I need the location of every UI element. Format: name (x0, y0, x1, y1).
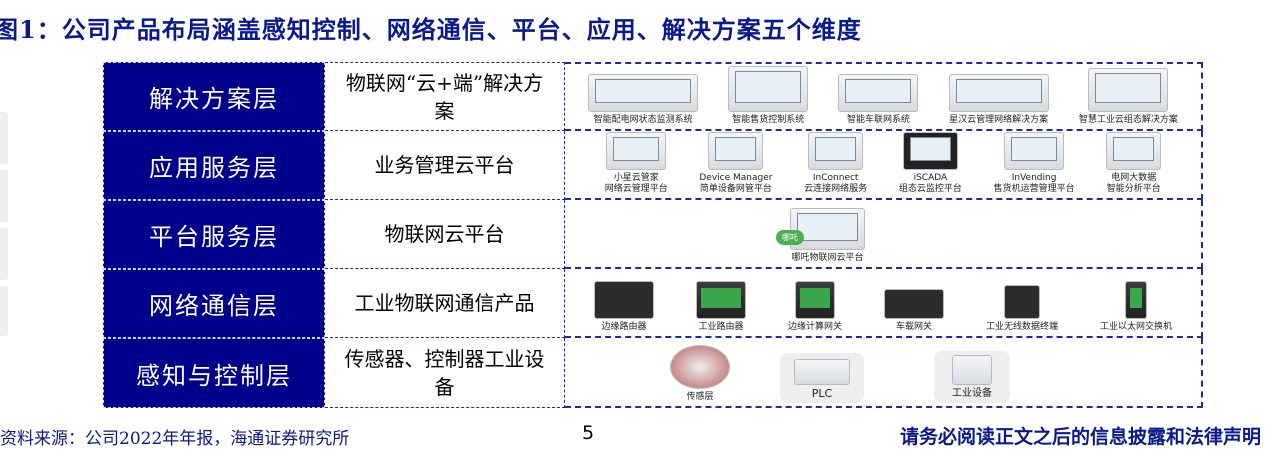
product-list: 边缘路由器 工业路由器 边缘计算网关 车载网关 工业无线数据终端 工业以太网交换… (565, 269, 1203, 338)
product-caption: 星汉云管理网络解决方案 (949, 115, 1049, 125)
product-caption: 智能售货控制系统 (732, 115, 805, 125)
product-item: 边缘路由器 (593, 281, 654, 333)
product-item: 工业以太网交换机 (1100, 281, 1172, 333)
row-network: 网络通信层 工业物联网通信产品 边缘路由器 工业路由器 边缘计算网关 车载网关 … (103, 269, 1203, 338)
product-subtitle: 售货机运营管理平台 (993, 184, 1075, 194)
side-tab[interactable] (0, 170, 8, 222)
product-item: 车载网关 (883, 289, 944, 333)
product-caption: 边缘计算网关 (787, 322, 842, 332)
product-image (606, 132, 667, 170)
product-item: 工业路由器 (695, 281, 746, 333)
product-caption: 智慧工业云组态解决方案 (1078, 115, 1178, 125)
product-item: 边缘计算网关 (788, 281, 842, 333)
product-caption: 工业设备 (952, 388, 992, 399)
side-tab[interactable] (0, 228, 8, 280)
product-name: 电网大数据 (1111, 173, 1157, 183)
product-image (838, 74, 919, 112)
product-item: 传感层 (670, 345, 730, 403)
side-tab[interactable] (0, 286, 8, 336)
product-caption: 传感层 (686, 392, 714, 402)
product-image (1004, 132, 1065, 170)
layer-desc: 物联网云平台 (325, 200, 565, 269)
row-platform: 平台服务层 物联网云平台 哪吒哪吒物联网云平台 (103, 200, 1203, 269)
sensor-image (670, 345, 730, 389)
router-image (593, 281, 654, 319)
product-subtitle: 组态云监控平台 (898, 184, 962, 194)
product-image (588, 74, 699, 112)
product-subtitle: 智能分析平台 (1106, 184, 1161, 194)
product-subtitle: 云连接网络服务 (804, 184, 868, 194)
product-image (708, 132, 764, 170)
product-name: 小星云管家 (613, 173, 659, 183)
disclaimer: 请务必阅读正文之后的信息披露和法律声明 (899, 426, 1261, 448)
product-name: Device Manager (699, 173, 773, 183)
product-item: 工业无线数据终端 (986, 285, 1058, 333)
product-image (808, 132, 864, 170)
row-application: 应用服务层 业务管理云平台 小星云管家网络云管理平台 Device Manage… (103, 131, 1203, 200)
product-image (790, 208, 865, 250)
cloud-badge: 哪吒 (776, 230, 804, 245)
layer-desc: 物联网“云+端”解决方案 (325, 62, 565, 131)
figure-title: 图1：公司产品布局涵盖感知控制、网络通信、平台、应用、解决方案五个维度 (0, 15, 862, 44)
equipment-image (952, 355, 992, 385)
layer-label: 感知与控制层 (103, 338, 325, 408)
product-image (902, 132, 958, 170)
product-subtitle: 网络云管理平台 (604, 184, 668, 194)
product-caption: 工业路由器 (698, 322, 744, 332)
product-caption: PLC (811, 387, 833, 400)
product-item: 电网大数据智能分析平台 (1106, 132, 1162, 195)
router-image (695, 281, 746, 319)
product-item: 智能售货控制系统 (728, 66, 809, 126)
layer-label: 网络通信层 (103, 269, 325, 338)
switch-image (1124, 281, 1147, 319)
product-subtitle: 简单设备网管平台 (699, 184, 772, 194)
product-list: 智能配电网状态监测系统 智能售货控制系统 智能车联网系统 星汉云管理网络解决方案… (565, 62, 1203, 131)
product-caption: 智能车联网系统 (846, 115, 910, 125)
layer-label: 平台服务层 (103, 200, 325, 269)
row-sensing-control: 感知与控制层 传感器、控制器工业设备 传感层 PLC 工业设备 (103, 338, 1203, 408)
product-item: PLC (780, 353, 864, 403)
page-number: 5 (582, 422, 595, 444)
source-note: 资料来源：公司2022年年报，海通证券研究所 (0, 429, 350, 449)
product-item: 智慧工业云组态解决方案 (1079, 68, 1178, 126)
gateway-image (883, 289, 944, 319)
row-solution: 解决方案层 物联网“云+端”解决方案 智能配电网状态监测系统 智能售货控制系统 … (103, 62, 1203, 131)
layer-desc: 工业物联网通信产品 (325, 269, 565, 338)
product-item: 小星云管家网络云管理平台 (605, 132, 668, 195)
product-name: iSCADA (913, 173, 948, 183)
product-caption: 车载网关 (895, 322, 932, 332)
product-item: 智能车联网系统 (838, 74, 919, 126)
product-image (728, 66, 809, 112)
product-name: InVending (1011, 173, 1057, 183)
layer-label: 解决方案层 (103, 62, 325, 131)
product-name: InConnect (812, 173, 859, 183)
side-tab[interactable] (0, 112, 8, 164)
product-item: 工业设备 (934, 351, 1010, 403)
plc-image (794, 359, 850, 385)
product-image (1088, 68, 1169, 112)
product-layer-table: 解决方案层 物联网“云+端”解决方案 智能配电网状态监测系统 智能售货控制系统 … (103, 62, 1203, 408)
product-caption: 边缘路由器 (601, 322, 647, 332)
layer-desc: 传感器、控制器工业设备 (325, 338, 565, 408)
product-caption: 智能配电网状态监测系统 (593, 115, 693, 125)
product-caption: 工业以太网交换机 (1099, 322, 1172, 332)
product-caption: 工业无线数据终端 (985, 322, 1058, 332)
product-item: 星汉云管理网络解决方案 (948, 74, 1049, 126)
product-image (948, 74, 1049, 112)
product-item: 智能配电网状态监测系统 (588, 74, 699, 126)
layer-label: 应用服务层 (103, 131, 325, 200)
layer-desc: 业务管理云平台 (325, 131, 565, 200)
product-item: 哪吒哪吒物联网云平台 (776, 208, 865, 264)
product-caption: 哪吒物联网云平台 (791, 253, 864, 263)
product-list: 哪吒哪吒物联网云平台 (565, 200, 1203, 269)
product-list: 传感层 PLC 工业设备 (565, 338, 1203, 408)
gateway-image (794, 281, 835, 319)
terminal-image (1003, 285, 1040, 319)
product-image (1106, 132, 1162, 170)
